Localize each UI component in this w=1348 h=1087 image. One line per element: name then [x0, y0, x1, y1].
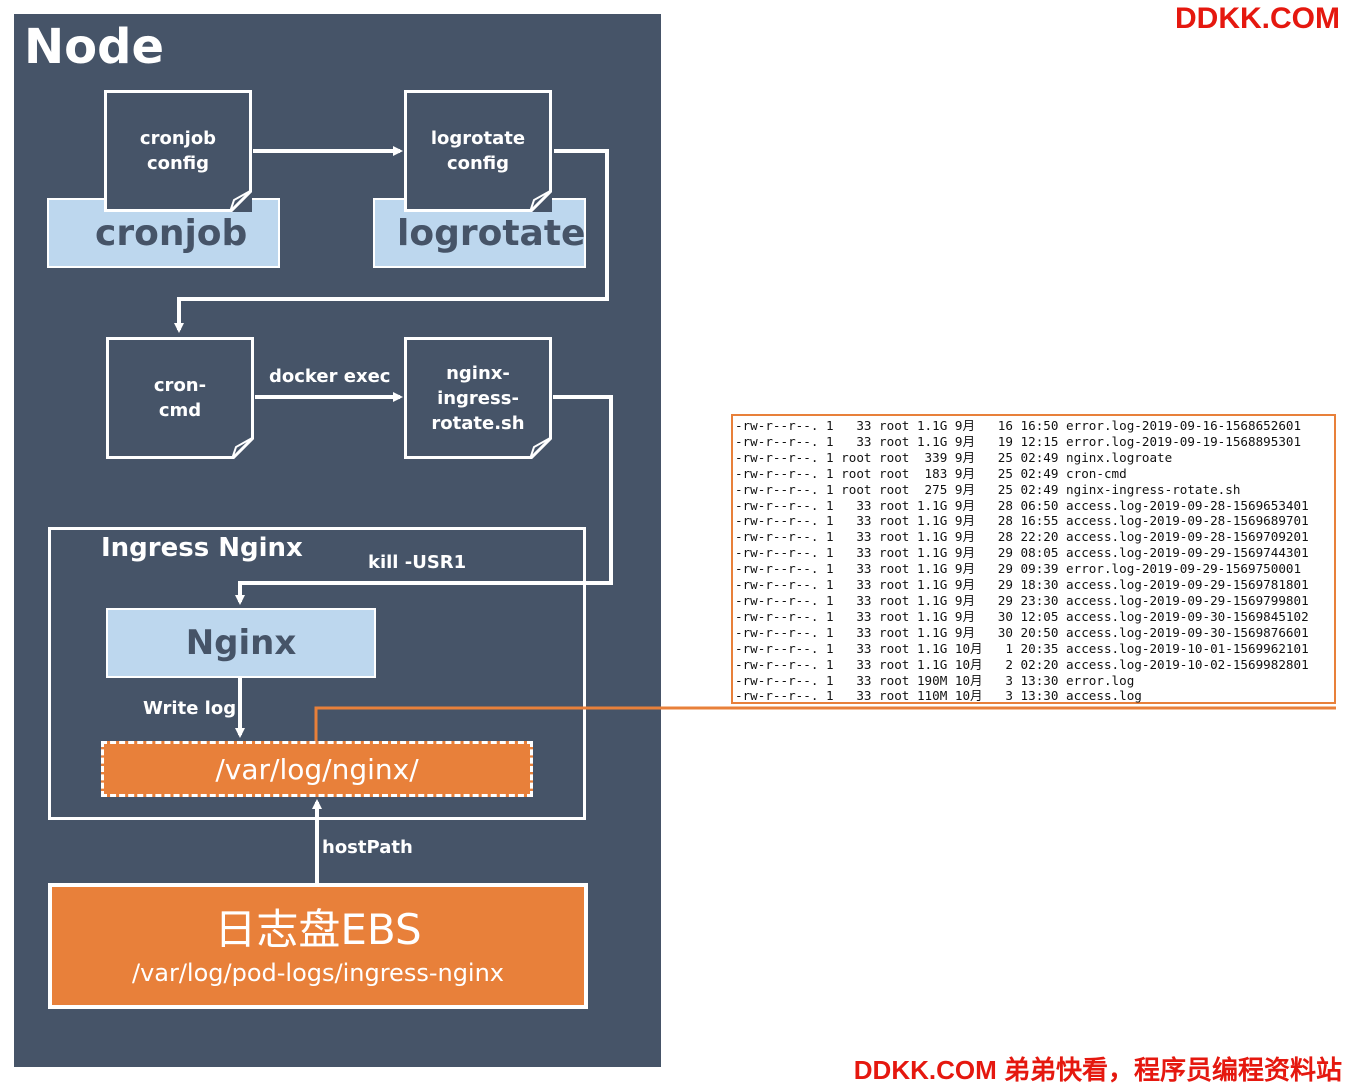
rotate-script-label: nginx- ingress- rotate.sh: [431, 362, 525, 434]
cronjob-config-label: cronjob config: [139, 128, 217, 174]
kill-usr1-label: kill -USR1: [368, 552, 467, 573]
log-line: -rw-r--r--. 1 root root 183 9月 25 02:49 …: [735, 465, 1127, 481]
log-line: -rw-r--r--. 1 33 root 1.1G 9月 16 16:50 e…: [735, 418, 1302, 433]
node-title: Node: [24, 19, 165, 75]
log-line: -rw-r--r--. 1 33 root 1.1G 9月 29 09:39 e…: [735, 561, 1302, 577]
cronjob-config-doc: cronjob config: [104, 90, 252, 212]
log-line: -rw-r--r--. 1 33 root 1.1G 10月 2 02:20 a…: [735, 656, 1309, 672]
log-line: -rw-r--r--. 1 33 root 1.1G 9月 30 20:50 a…: [735, 624, 1309, 640]
log-line: -rw-r--r--. 1 33 root 1.1G 9月 30 12:05 a…: [735, 608, 1309, 624]
log-line: -rw-r--r--. 1 33 root 1.1G 10月 1 20:35 a…: [735, 640, 1309, 656]
brand-watermark-top: DDKK.COM: [1175, 2, 1340, 35]
log-line: -rw-r--r--. 1 33 root 1.1G 9月 28 22:20 a…: [735, 529, 1309, 545]
log-line: -rw-r--r--. 1 33 root 1.1G 9月 28 06:50 a…: [735, 497, 1309, 513]
log-line: -rw-r--r--. 1 33 root 1.1G 9月 28 16:55 a…: [735, 513, 1309, 529]
arrow-logrotate-to-cron-cmd: [174, 149, 609, 333]
write-log-label: Write log: [143, 698, 237, 719]
log-listing-panel: -rw-r--r--. 1 33 root 1.1G 9月 16 16:50 e…: [731, 414, 1336, 704]
var-log-nginx-dir: /var/log/nginx/: [101, 741, 533, 797]
log-line: -rw-r--r--. 1 33 root 190M 10月 3 13:30 e…: [735, 672, 1135, 688]
ebs-volume: 日志盘EBS /var/log/pod-logs/ingress-nginx: [48, 883, 588, 1009]
log-line: -rw-r--r--. 1 root root 275 9月 25 02:49 …: [735, 481, 1241, 497]
ebs-path: /var/log/pod-logs/ingress-nginx: [131, 959, 505, 987]
hostpath-label: hostPath: [322, 837, 413, 858]
page-fold-icon: [230, 190, 252, 212]
log-line: -rw-r--r--. 1 root root 339 9月 25 02:49 …: [735, 449, 1173, 465]
logrotate-config-label: logrotate config: [430, 128, 526, 174]
cron-cmd-label: cron- cmd: [153, 375, 207, 421]
logrotate-config-doc: logrotate config: [404, 90, 552, 212]
log-line: -rw-r--r--. 1 33 root 110M 10月 3 13:30 a…: [735, 688, 1142, 704]
brand-watermark-bottom: DDKK.COM 弟弟快看，程序员编程资料站: [853, 1055, 1342, 1085]
rotate-script-doc: nginx- ingress- rotate.sh: [404, 337, 552, 459]
arrow-kill-usr1: [235, 395, 613, 605]
log-line: -rw-r--r--. 1 33 root 1.1G 9月 29 23:30 a…: [735, 592, 1309, 608]
page-fold-icon: [530, 190, 552, 212]
cron-cmd-doc: cron- cmd: [106, 337, 254, 459]
log-line: -rw-r--r--. 1 33 root 1.1G 9月 29 18:30 a…: [735, 577, 1309, 593]
page-fold-icon: [232, 437, 254, 459]
log-line: -rw-r--r--. 1 33 root 1.1G 9月 19 12:15 e…: [735, 433, 1302, 449]
ingress-nginx-title: Ingress Nginx: [101, 533, 303, 563]
nginx-box: Nginx: [106, 608, 376, 678]
docker-exec-label: docker exec: [269, 366, 391, 387]
log-callout-line: [314, 706, 1336, 741]
page-fold-icon: [530, 437, 552, 459]
log-line: -rw-r--r--. 1 33 root 1.1G 9月 29 08:05 a…: [735, 545, 1309, 561]
ebs-title: 日志盘EBS: [214, 905, 422, 954]
